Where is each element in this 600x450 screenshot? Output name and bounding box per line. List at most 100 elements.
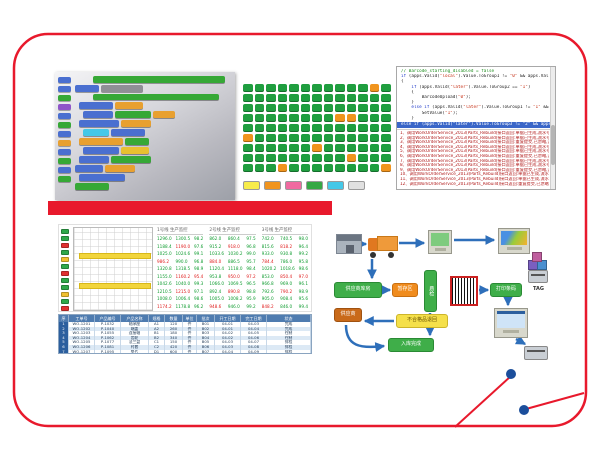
status-cell-button[interactable] [300, 124, 311, 132]
status-cell-button[interactable] [335, 144, 345, 152]
status-cell-button[interactable] [243, 104, 253, 112]
script-block[interactable] [121, 120, 151, 127]
status-cell-button[interactable] [243, 154, 253, 162]
status-cell-button[interactable] [358, 134, 368, 142]
status-cell-button[interactable] [289, 94, 299, 102]
script-block[interactable] [79, 174, 125, 181]
status-cell-button[interactable] [312, 94, 322, 102]
status-cell-button[interactable] [300, 94, 311, 102]
status-cell-button[interactable] [323, 94, 334, 102]
script-block[interactable] [79, 156, 109, 163]
palette-block[interactable] [58, 122, 71, 128]
status-cell-button[interactable] [300, 104, 311, 112]
status-cell-button[interactable] [369, 84, 380, 92]
script-block[interactable] [79, 102, 113, 109]
script-block[interactable] [75, 85, 99, 92]
status-cell-button[interactable] [335, 94, 345, 102]
status-cell-button[interactable] [346, 124, 357, 132]
palette-block[interactable] [58, 131, 71, 137]
script-block[interactable] [105, 165, 135, 172]
script-block[interactable] [115, 111, 151, 118]
status-cell-button[interactable] [381, 94, 391, 102]
status-cell-button[interactable] [266, 84, 276, 92]
status-cell-button[interactable] [243, 94, 253, 102]
status-cell-button[interactable] [254, 94, 265, 102]
status-cell-button[interactable] [277, 84, 288, 92]
status-cell-button[interactable] [312, 154, 322, 162]
status-cell-button[interactable] [277, 114, 288, 122]
status-cell-button[interactable] [289, 114, 299, 122]
status-cell-button[interactable] [300, 144, 311, 152]
status-cell-button[interactable] [266, 134, 276, 142]
status-cell-button[interactable] [277, 134, 288, 142]
palette-block[interactable] [58, 167, 71, 173]
status-cell-button[interactable] [289, 134, 299, 142]
status-cell-button[interactable] [243, 134, 253, 142]
status-cell-button[interactable] [346, 134, 357, 142]
status-cell-button[interactable] [266, 144, 276, 152]
status-cell-button[interactable] [369, 154, 380, 162]
status-cell-button[interactable] [266, 124, 276, 132]
status-cell-button[interactable] [335, 104, 345, 112]
palette-block[interactable] [58, 158, 71, 164]
status-cell-button[interactable] [289, 84, 299, 92]
status-cell-button[interactable] [346, 84, 357, 92]
status-cell-button[interactable] [300, 114, 311, 122]
status-cell-button[interactable] [300, 84, 311, 92]
status-cell-button[interactable] [289, 144, 299, 152]
scrollbar-thumb[interactable] [550, 125, 555, 165]
scrollbar[interactable] [550, 67, 555, 189]
status-cell-button[interactable] [300, 134, 311, 142]
status-cell-button[interactable] [358, 104, 368, 112]
legend-button[interactable] [243, 181, 260, 190]
status-cell-button[interactable] [277, 144, 288, 152]
status-cell-button[interactable] [266, 94, 276, 102]
status-cell-button[interactable] [335, 84, 345, 92]
status-cell-button[interactable] [381, 84, 391, 92]
status-cell-button[interactable] [277, 124, 288, 132]
palette-block[interactable] [58, 86, 71, 92]
status-cell-button[interactable] [358, 114, 368, 122]
status-cell-button[interactable] [289, 164, 299, 172]
status-cell-button[interactable] [335, 124, 345, 132]
script-block[interactable] [115, 102, 143, 109]
status-cell-button[interactable] [335, 134, 345, 142]
palette-block[interactable] [58, 77, 71, 83]
legend-button[interactable] [306, 181, 323, 190]
script-block[interactable] [111, 156, 151, 163]
palette-block[interactable] [58, 95, 71, 101]
status-cell-button[interactable] [369, 164, 380, 172]
status-cell-button[interactable] [312, 144, 322, 152]
status-cell-button[interactable] [243, 84, 253, 92]
legend-button[interactable] [285, 181, 302, 190]
status-cell-button[interactable] [369, 134, 380, 142]
status-cell-button[interactable] [381, 164, 391, 172]
status-cell-button[interactable] [266, 114, 276, 122]
status-cell-button[interactable] [312, 124, 322, 132]
legend-button[interactable] [348, 181, 365, 190]
script-block[interactable] [111, 129, 145, 136]
status-cell-button[interactable] [323, 164, 334, 172]
status-cell-button[interactable] [289, 154, 299, 162]
status-cell-button[interactable] [381, 154, 391, 162]
script-block[interactable] [93, 94, 219, 100]
status-cell-button[interactable] [289, 104, 299, 112]
status-cell-button[interactable] [381, 104, 391, 112]
status-cell-button[interactable] [243, 114, 253, 122]
status-cell-button[interactable] [346, 144, 357, 152]
status-cell-button[interactable] [254, 124, 265, 132]
script-block[interactable] [153, 111, 175, 118]
status-cell-button[interactable] [312, 84, 322, 92]
status-cell-button[interactable] [243, 164, 253, 172]
status-cell-button[interactable] [254, 84, 265, 92]
status-cell-button[interactable] [323, 124, 334, 132]
script-block[interactable] [75, 183, 109, 190]
status-cell-button[interactable] [358, 94, 368, 102]
status-cell-button[interactable] [381, 144, 391, 152]
script-block[interactable] [79, 120, 119, 127]
status-cell-button[interactable] [381, 114, 391, 122]
status-cell-button[interactable] [277, 164, 288, 172]
status-cell-button[interactable] [346, 154, 357, 162]
status-cell-button[interactable] [358, 154, 368, 162]
script-block[interactable] [125, 138, 149, 145]
